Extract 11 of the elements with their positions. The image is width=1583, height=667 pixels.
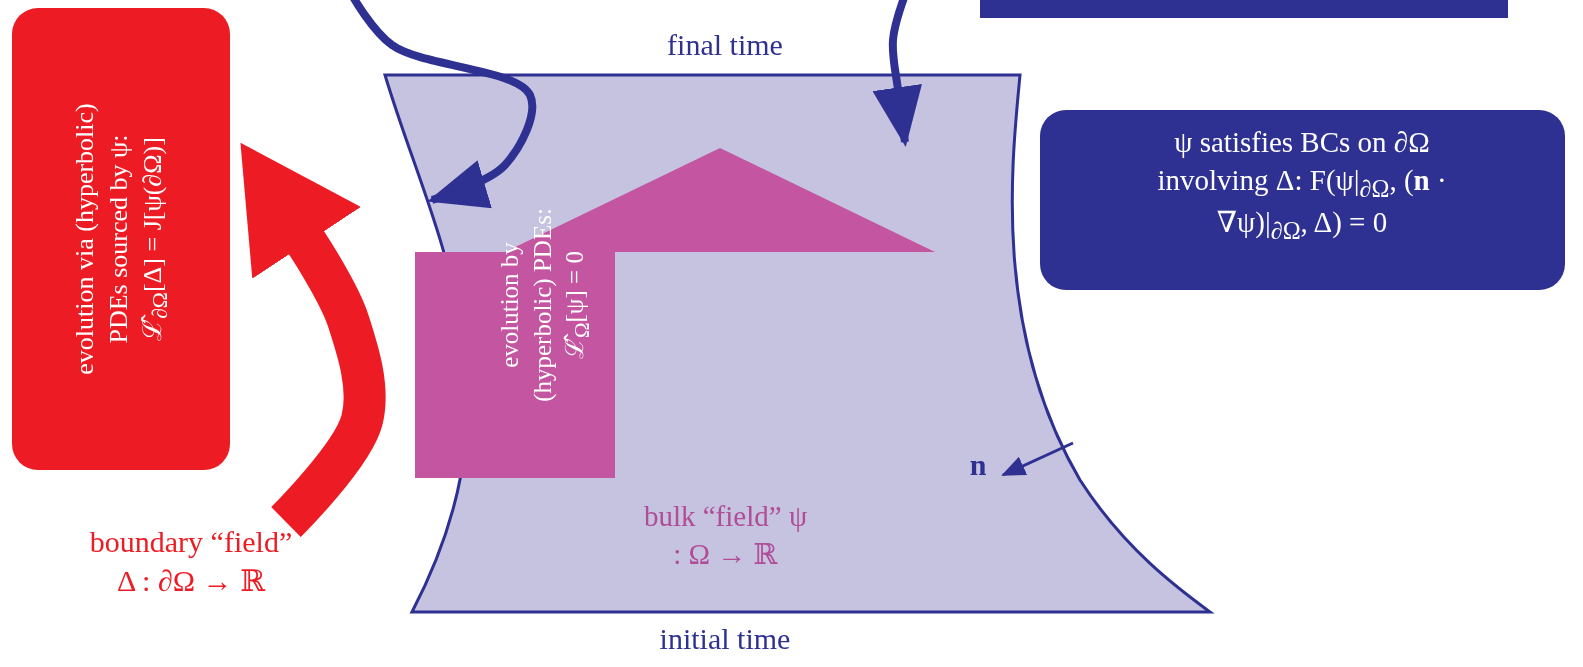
time-label: final time	[667, 28, 783, 62]
node-text: bulk “field” ψ : Ω → ℝ	[643, 499, 808, 572]
curved-arrow	[348, 0, 537, 208]
process-box	[1040, 110, 1565, 290]
bar-shape	[980, 0, 1508, 18]
text-label: boundary “field” Δ : ∂Ω → ℝ	[88, 524, 294, 599]
node-text: ψ satisfies BCs on ∂Ω involving Δ: F(ψ|$_{∂Ω}$, (n · ∇ψ)|$_{∂Ω}$, Δ) = 0	[1156, 125, 1448, 246]
process-box	[12, 8, 230, 470]
vector-label: n	[969, 448, 987, 482]
curved-arrow	[872, 0, 922, 147]
time-label: initial time	[659, 622, 791, 656]
